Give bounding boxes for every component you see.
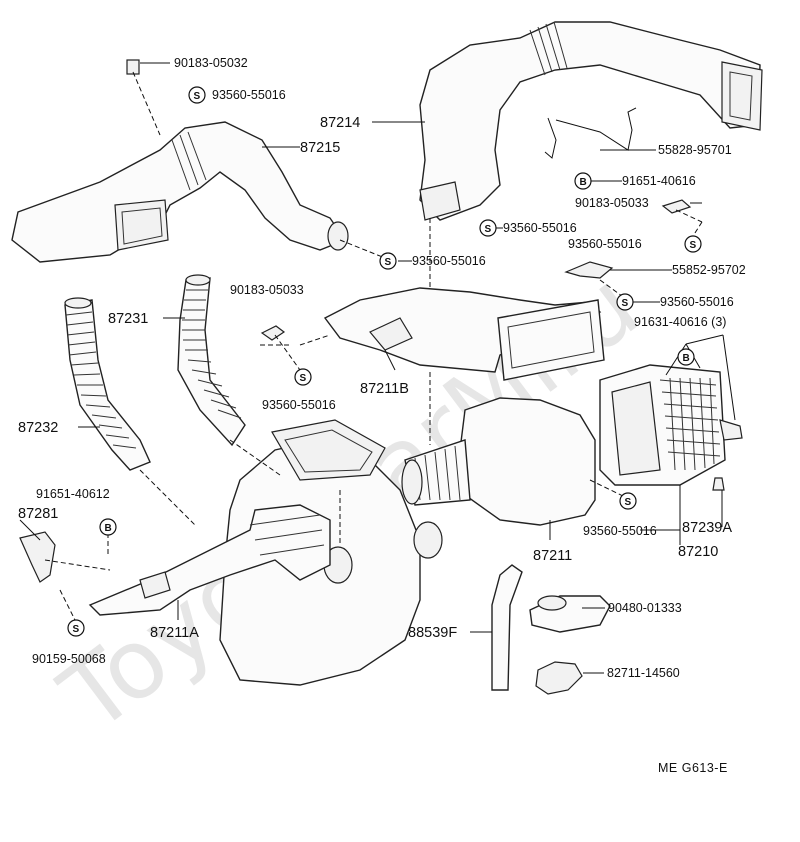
svg-text:B: B xyxy=(683,353,690,364)
label-87210[interactable]: 87210 xyxy=(678,544,718,560)
svg-text:B: B xyxy=(105,523,112,534)
part-labels: 90183-05032 93560-55016 87215 87214 5582… xyxy=(18,56,746,680)
part-90183-05033-clip-middle[interactable] xyxy=(260,325,286,341)
part-55852-95702-bracket[interactable] xyxy=(564,261,614,279)
label-87211A[interactable]: 87211A xyxy=(150,625,199,641)
leader-lines xyxy=(19,62,736,674)
part-87239A-plug[interactable] xyxy=(712,477,725,491)
svg-text:S: S xyxy=(73,624,80,635)
part-87281-bracket[interactable] xyxy=(19,531,56,583)
label-93560-55016-c[interactable]: 93560-55016 xyxy=(412,254,486,268)
label-90159-50068[interactable]: 90159-50068 xyxy=(32,652,106,666)
symbol-b-2: B xyxy=(677,348,695,366)
label-91651-40612[interactable]: 91651-40612 xyxy=(36,487,110,501)
symbol-s-2: S xyxy=(379,252,397,270)
symbol-s-1: S xyxy=(188,86,206,104)
symbol-s-6: S xyxy=(294,368,312,386)
label-91651-40616[interactable]: 91651-40616 xyxy=(622,174,696,188)
label-93560-55016-b[interactable]: 93560-55016 xyxy=(503,221,577,235)
label-90183-05032[interactable]: 90183-05032 xyxy=(174,56,248,70)
part-87214-duct[interactable] xyxy=(419,21,763,221)
label-87215[interactable]: 87215 xyxy=(300,140,340,156)
symbol-s-8: S xyxy=(67,619,85,637)
symbol-s-5: S xyxy=(616,293,634,311)
label-55852-95702[interactable]: 55852-95702 xyxy=(672,263,746,277)
part-82711-14560-connector[interactable] xyxy=(535,661,583,695)
svg-text:S: S xyxy=(300,373,307,384)
label-87211B[interactable]: 87211B xyxy=(360,381,409,397)
part-87211A-duct[interactable] xyxy=(88,504,331,616)
part-88539F-hose[interactable] xyxy=(491,564,523,691)
symbol-s-4: S xyxy=(684,235,702,253)
svg-text:S: S xyxy=(385,257,392,268)
label-90183-05033-b[interactable]: 90183-05033 xyxy=(230,283,304,297)
svg-text:S: S xyxy=(690,240,697,251)
label-87211[interactable]: 87211 xyxy=(533,548,572,564)
svg-text:S: S xyxy=(485,224,492,235)
part-87232-hose[interactable] xyxy=(64,297,151,471)
svg-text:S: S xyxy=(622,298,629,309)
svg-text:S: S xyxy=(194,91,201,102)
label-93560-55016-e[interactable]: 93560-55016 xyxy=(660,295,734,309)
diagram-code: ME G613-E xyxy=(658,761,728,775)
label-87214[interactable]: 87214 xyxy=(320,115,360,131)
part-87215-duct[interactable] xyxy=(11,59,349,263)
part-90183-05033-clip-right[interactable] xyxy=(661,199,692,214)
svg-text:B: B xyxy=(580,177,587,188)
part-87210-case[interactable] xyxy=(599,364,743,486)
symbol-s-3: S xyxy=(479,219,497,237)
label-90183-05033-a[interactable]: 90183-05033 xyxy=(575,196,649,210)
label-90480-01333[interactable]: 90480-01333 xyxy=(608,601,682,615)
part-55828-95701-wire[interactable] xyxy=(544,107,637,159)
label-55828-95701[interactable]: 55828-95701 xyxy=(658,143,732,157)
label-93560-55016-g[interactable]: 93560-55016 xyxy=(583,524,657,538)
symbol-b-3: B xyxy=(99,518,117,536)
part-90480-01333-grommet[interactable] xyxy=(529,595,611,633)
part-87211B-duct[interactable] xyxy=(323,287,605,381)
label-82711-14560[interactable]: 82711-14560 xyxy=(607,666,680,680)
label-87232[interactable]: 87232 xyxy=(18,420,58,436)
label-87231[interactable]: 87231 xyxy=(108,311,148,327)
label-88539F[interactable]: 88539F xyxy=(408,625,457,641)
part-87231-hose[interactable] xyxy=(177,274,246,447)
part-87211-blower[interactable] xyxy=(401,397,596,526)
symbol-b-1: B xyxy=(574,172,592,190)
svg-text:S: S xyxy=(625,497,632,508)
label-93560-55016-a[interactable]: 93560-55016 xyxy=(212,88,286,102)
symbol-s-7: S xyxy=(619,492,637,510)
label-87239A[interactable]: 87239A xyxy=(682,520,732,536)
label-93560-55016-f[interactable]: 93560-55016 xyxy=(262,398,336,412)
label-93560-55016-d[interactable]: 93560-55016 xyxy=(568,237,642,251)
label-87281[interactable]: 87281 xyxy=(18,506,58,522)
label-91631-40616[interactable]: 91631-40616 (3) xyxy=(634,315,726,329)
